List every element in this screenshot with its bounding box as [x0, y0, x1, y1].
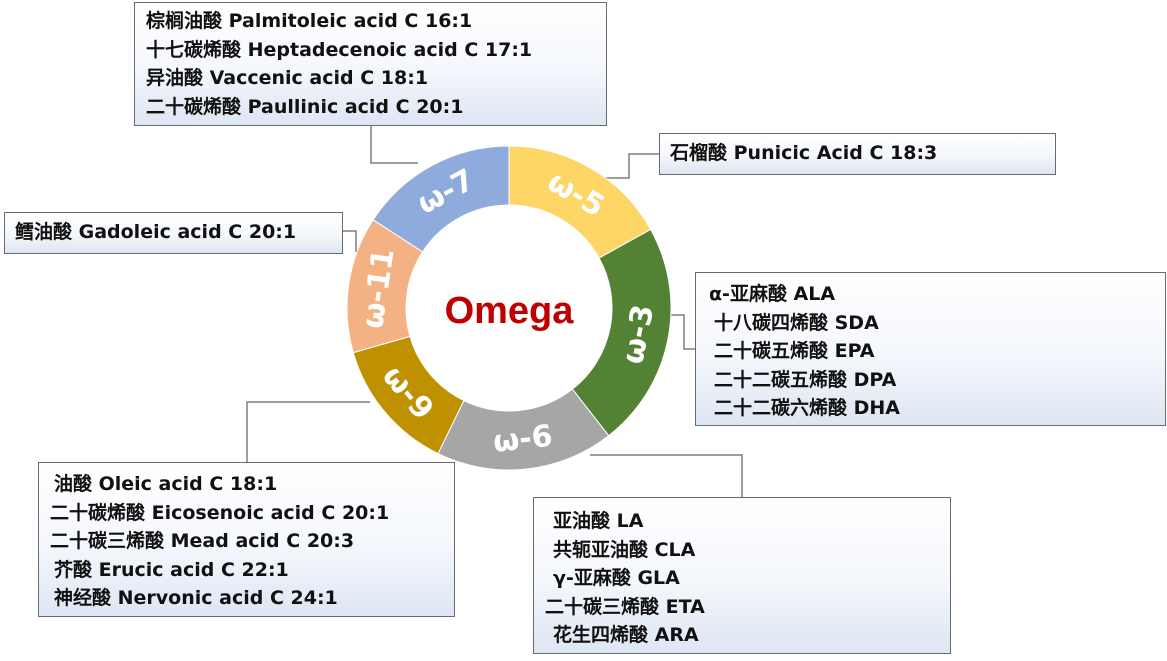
acid-entry: 二十二碳六烯酸 DHA	[714, 397, 900, 419]
acid-entry: 鳕油酸 Gadoleic acid C 20:1	[15, 221, 297, 243]
acid-entry: 石榴酸 Punicic Acid C 18:3	[670, 142, 938, 164]
connector-omega3	[667, 314, 695, 350]
connector-omega11	[343, 230, 357, 252]
connector-omega9	[246, 401, 370, 462]
connector-lines	[246, 126, 743, 497]
acid-entry: 二十碳五烯酸 EPA	[714, 340, 875, 362]
omega9-acid-box: 油酸 Oleic acid C 18:1 二十碳烯酸 Eicosenoic ac…	[38, 462, 455, 617]
omega5-acid-box: 石榴酸 Punicic Acid C 18:3	[659, 133, 1056, 175]
acid-entry: 异油酸 Vaccenic acid C 18:1	[146, 67, 429, 89]
segment-omega7	[372, 145, 510, 253]
omega11-acid-box: 鳕油酸 Gadoleic acid C 20:1	[4, 212, 343, 254]
omega6-acid-box: 亚油酸 LA 共轭亚油酸 CLA γ-亚麻酸 GLA 二十碳三烯酸 ETA 花生…	[533, 497, 951, 654]
acid-entry: 二十碳烯酸 Eicosenoic acid C 20:1	[50, 501, 390, 524]
acid-entry: 二十碳三烯酸 ETA	[545, 595, 705, 618]
acid-entry: 共轭亚油酸 CLA	[553, 538, 696, 561]
connector-omega5	[604, 153, 659, 179]
acid-entry: 十七碳烯酸 Heptadecenoic acid C 17:1	[146, 38, 533, 61]
acid-entry: 神经酸 Nervonic acid C 24:1	[54, 587, 338, 609]
connector-omega6	[590, 454, 743, 497]
segment-label-omega6: ω-6	[491, 419, 554, 460]
acid-entry: 二十碳烯酸 Paullinic acid C 20:1	[146, 95, 464, 118]
acid-entry: 花生四烯酸 ARA	[553, 624, 699, 646]
ring-segments	[346, 145, 672, 471]
acid-entry: 芥酸 Erucic acid C 22:1	[54, 558, 289, 581]
acid-entry: 二十碳三烯酸 Mead acid C 20:3	[50, 530, 355, 552]
omega3-acid-box: α-亚麻酸 ALA 十八碳四烯酸 SDA 二十碳五烯酸 EPA 二十二碳五烯酸 …	[695, 272, 1166, 426]
acid-entry: 二十二碳五烯酸 DPA	[714, 368, 897, 391]
acid-entry: 棕榈油酸 Palmitoleic acid C 16:1	[146, 10, 473, 32]
center-label: Omega	[445, 290, 575, 332]
connector-omega7	[370, 126, 418, 164]
acid-entry: 亚油酸 LA	[553, 510, 644, 532]
acid-entry: γ-亚麻酸 GLA	[553, 567, 680, 589]
omega7-acid-box: 棕榈油酸 Palmitoleic acid C 16:1 十七碳烯酸 Hepta…	[134, 2, 607, 126]
acid-entry: 油酸 Oleic acid C 18:1	[54, 473, 278, 495]
acid-entry: α-亚麻酸 ALA	[709, 283, 836, 305]
acid-entry: 十八碳四烯酸 SDA	[714, 311, 879, 334]
